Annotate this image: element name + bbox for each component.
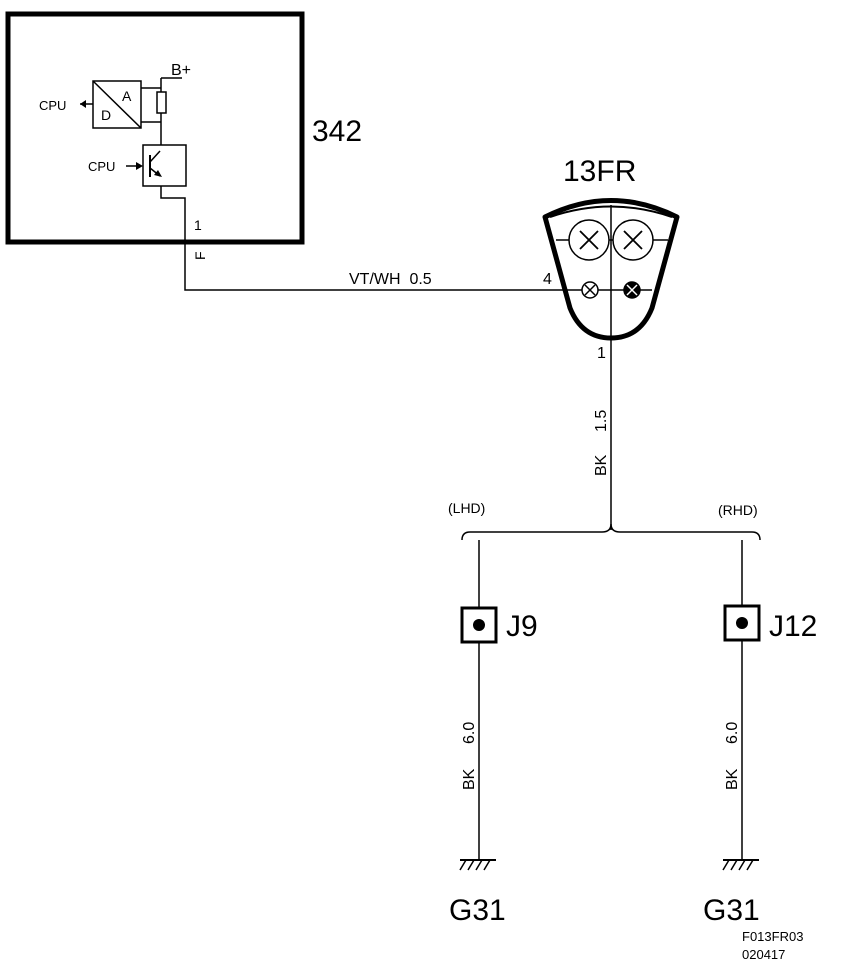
bulb-icon [568,219,610,261]
ground-wire-size: 1.5 [593,410,610,432]
module-342-box [5,11,305,245]
transistor-arrow-icon [154,170,162,177]
ground-icon [722,859,759,871]
ground-wire-color: BK [593,454,610,476]
module-pin-number: 1 [194,217,202,233]
splice-j9-dot [473,619,485,631]
ad-label-a: A [122,88,132,104]
splice-left-label: J9 [506,610,538,643]
module-output-wire [160,186,186,242]
cpu-in-arrow-icon [136,162,143,170]
variant-rhd: (RHD) [718,502,758,518]
cpu-in-label: CPU [88,159,115,174]
ground-right-label: G31 [703,894,760,927]
lamp-input-pin: 4 [543,271,552,288]
cpu-out-label: CPU [39,98,66,113]
module-id: 342 [312,115,362,148]
lhd-wire-size: 6.0 [461,722,478,744]
transistor-collector [149,150,161,163]
supply-label: B+ [171,62,191,79]
figure-code: F013FR03 [742,929,803,944]
splice-j12-dot [736,617,748,629]
rhd-wire-color: BK [724,768,741,790]
ground-left-label: G31 [449,894,506,927]
splice-j12 [723,604,761,642]
driver-transistor-box [142,144,187,187]
rhd-wire-size: 6.0 [724,722,741,744]
ad-diagonal [92,80,142,129]
lhd-wire-color: BK [461,768,478,790]
indicator-bulb-icon [623,281,641,299]
ground-icon [459,859,496,871]
variant-brace [461,523,761,541]
variant-lhd: (LHD) [448,500,485,516]
lamp-ground-pin: 1 [597,345,606,362]
signal-wire [184,242,576,291]
signal-wire-label: VT/WH 0.5 [349,271,432,288]
module-pin-letter: F [192,251,208,260]
figure-date: 020417 [742,947,785,962]
cpu-out-arrow-icon [80,100,86,108]
indicator-bulb-icon [581,281,599,299]
ad-label-d: D [101,107,111,123]
splice-j9 [460,606,498,644]
splice-right-label: J12 [769,610,817,643]
bulb-icon [612,219,654,261]
lamp-id: 13FR [563,155,636,188]
lamp-housing [542,198,680,341]
pullup-resistor [156,91,167,114]
